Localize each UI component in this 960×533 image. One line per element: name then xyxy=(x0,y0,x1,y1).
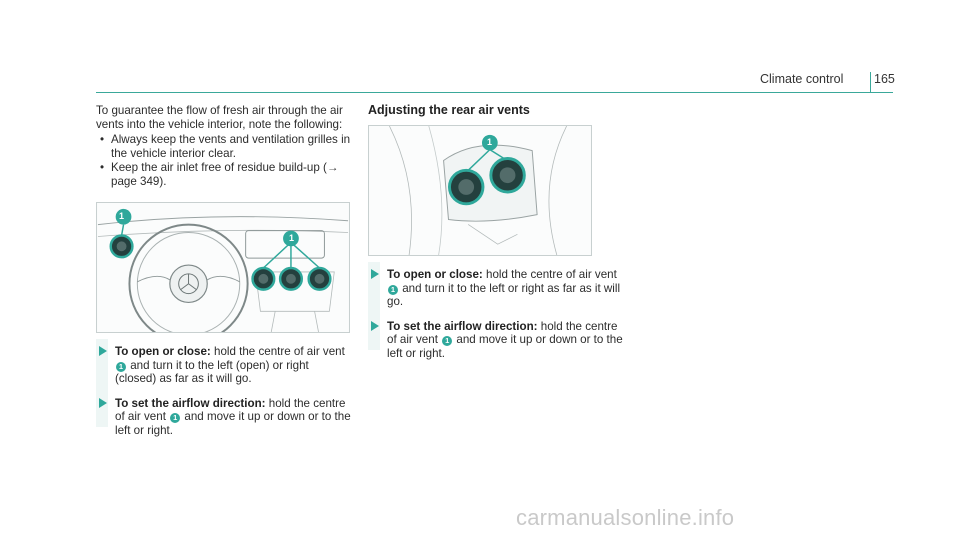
step-airflow-direction: To set the airflow direction: hold the c… xyxy=(368,320,624,361)
callout-marker xyxy=(481,134,498,151)
callout-marker xyxy=(283,230,299,247)
step-lead: To open or close: xyxy=(115,345,211,358)
header-rule xyxy=(96,92,893,93)
bullet-item: •Keep the air inlet free of residue buil… xyxy=(100,161,339,188)
bullet-item: •Always keep the vents and ventilation g… xyxy=(100,133,351,160)
section-heading: Adjusting the rear air vents xyxy=(368,103,530,117)
left-column-intro: To guarantee the flow of fresh air throu… xyxy=(96,104,352,189)
step-arrow-icon xyxy=(371,320,379,331)
callout-badge: 1 xyxy=(442,336,453,347)
right-steps: To open or close: hold the centre of air… xyxy=(368,262,624,372)
dashboard-vents-figure: 1 1 xyxy=(96,202,350,333)
callout-badge: 1 xyxy=(116,361,126,372)
watermark: carmanualsonline.info xyxy=(516,505,735,530)
step-lead: To set the airflow direction: xyxy=(387,319,538,333)
callout-marker xyxy=(115,208,132,225)
step-open-close: To open or close: hold the centre of air… xyxy=(368,268,624,309)
rear-vents-illustration xyxy=(369,126,591,255)
step-lead: To open or close: xyxy=(387,268,483,281)
left-steps: To open or close: hold the centre of air… xyxy=(96,339,352,449)
step-airflow-direction: To set the airflow direction: hold the c… xyxy=(96,397,352,438)
callout-label: 1 xyxy=(119,211,125,221)
step-lead: To set the airflow direction: xyxy=(115,396,266,410)
bullet-list: •Always keep the vents and ventilation g… xyxy=(96,133,352,188)
step-arrow-icon xyxy=(99,346,107,356)
rear-vents-figure: 1 xyxy=(368,125,592,256)
callout-badge: 1 xyxy=(388,284,398,295)
dashboard-illustration xyxy=(97,203,349,332)
callout-label: 1 xyxy=(289,233,295,243)
step-arrow-icon xyxy=(99,397,107,408)
callout-label: 1 xyxy=(487,137,493,147)
step-open-close: To open or close: hold the centre of air… xyxy=(96,345,352,386)
section-title: Climate control xyxy=(760,72,844,86)
page-number: 165 xyxy=(870,72,895,92)
callout-badge: 1 xyxy=(170,413,181,424)
intro-text: To guarantee the flow of fresh air throu… xyxy=(96,104,343,131)
step-arrow-icon xyxy=(371,269,379,279)
